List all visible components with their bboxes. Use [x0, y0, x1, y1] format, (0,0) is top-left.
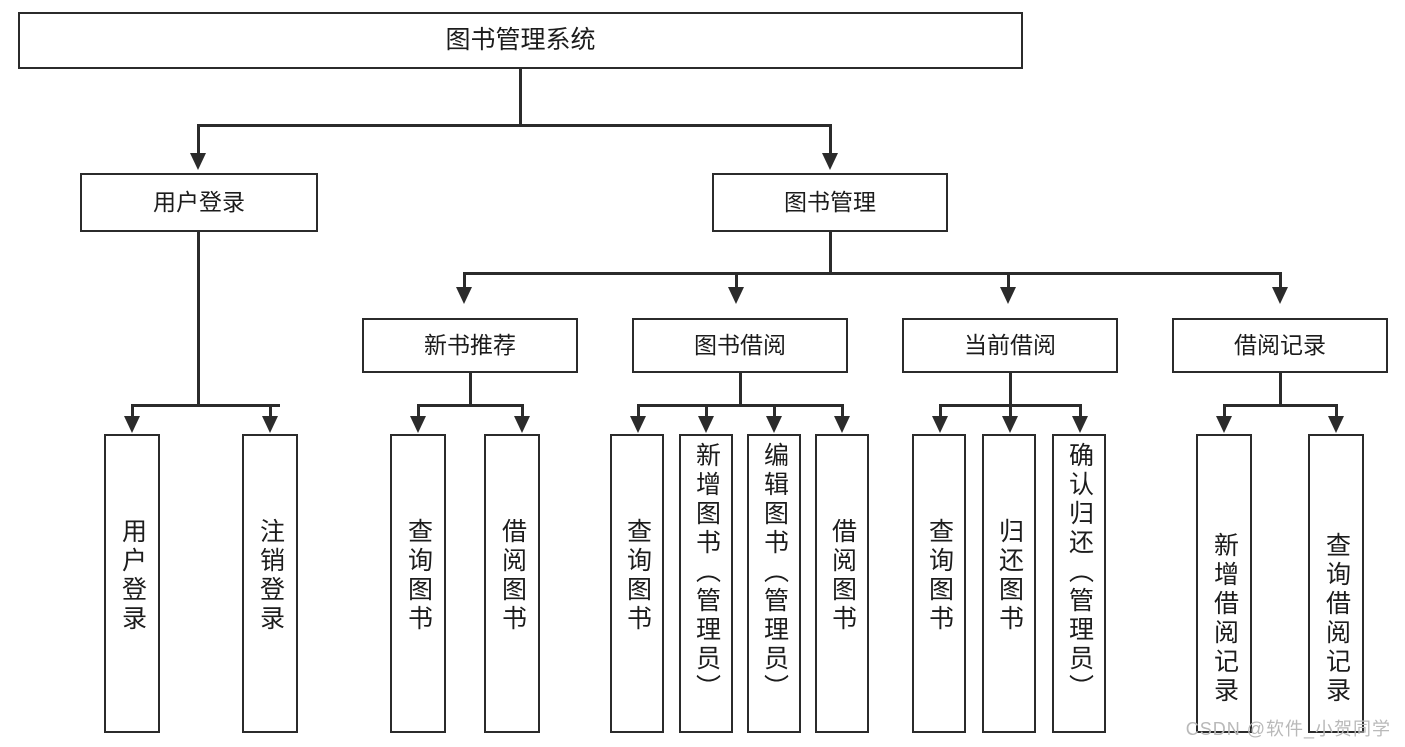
- node-label: 查询图书: [623, 518, 652, 634]
- leaf-return-book[interactable]: 归还图书: [982, 434, 1036, 733]
- arrowhead-currentborrow-2: [1002, 416, 1018, 433]
- leaf-query-book-borrow[interactable]: 查询图书: [610, 434, 664, 733]
- connector-borrowrecord-drop-2: [1335, 404, 1338, 418]
- arrowhead-newbook-1: [410, 416, 426, 433]
- connector-root-bus: [198, 124, 832, 127]
- node-user-login[interactable]: 用户登录: [80, 173, 318, 232]
- node-label: 用户登录: [118, 518, 147, 634]
- connector-bookborrow-drop-1: [637, 404, 640, 418]
- connector-root-stem: [519, 69, 522, 125]
- arrowhead-currentborrow-1: [932, 416, 948, 433]
- node-label: 归还图书: [995, 518, 1024, 634]
- connector-root-drop-2: [829, 124, 832, 155]
- leaf-add-borrow-record[interactable]: 新增借阅记录: [1196, 434, 1252, 733]
- connector-newbook-stem: [469, 373, 472, 406]
- connector-borrowrecord-drop-1: [1223, 404, 1226, 418]
- connector-userlogin-bus: [132, 404, 280, 407]
- node-label: 查询借阅记录: [1322, 532, 1351, 706]
- connector-bookmgmt-drop-4: [1279, 272, 1282, 289]
- node-label: 编辑图书（管理员）: [760, 442, 789, 703]
- connector-bookborrow-bus: [638, 404, 842, 407]
- node-label: 图书借阅: [694, 332, 786, 359]
- node-label: 注销登录: [256, 518, 285, 634]
- leaf-logout[interactable]: 注销登录: [242, 434, 298, 733]
- arrowhead-bookmgmt-2: [728, 287, 744, 304]
- connector-bookmgmt-bus: [464, 272, 1282, 275]
- node-label: 图书管理系统: [445, 26, 596, 55]
- connector-bookborrow-stem: [739, 373, 742, 406]
- node-label: 新增图书（管理员）: [692, 442, 721, 703]
- connector-currentborrow-drop-2: [1009, 404, 1012, 418]
- leaf-query-book-current[interactable]: 查询图书: [912, 434, 966, 733]
- node-book-borrow[interactable]: 图书借阅: [632, 318, 848, 373]
- node-label: 图书管理: [784, 189, 876, 216]
- arrowhead-borrowrecord-1: [1216, 416, 1232, 433]
- arrowhead-root-2: [822, 153, 838, 170]
- leaf-add-book-admin[interactable]: 新增图书（管理员）: [679, 434, 733, 733]
- node-label: 借阅图书: [828, 518, 857, 634]
- arrowhead-newbook-2: [514, 416, 530, 433]
- arrowhead-bookmgmt-1: [456, 287, 472, 304]
- leaf-user-login[interactable]: 用户登录: [104, 434, 160, 733]
- node-label: 借阅记录: [1234, 332, 1326, 359]
- connector-userlogin-stem: [197, 232, 200, 406]
- connector-currentborrow-drop-3: [1079, 404, 1082, 418]
- arrowhead-bookborrow-4: [834, 416, 850, 433]
- connector-currentborrow-stem: [1009, 373, 1012, 406]
- arrowhead-userlogin-1: [124, 416, 140, 433]
- connector-bookmgmt-drop-2: [735, 272, 738, 289]
- arrowhead-userlogin-2: [262, 416, 278, 433]
- node-label: 借阅图书: [498, 518, 527, 634]
- node-label: 查询图书: [404, 518, 433, 634]
- node-label: 当前借阅: [964, 332, 1056, 359]
- connector-currentborrow-drop-1: [939, 404, 942, 418]
- leaf-edit-book-admin[interactable]: 编辑图书（管理员）: [747, 434, 801, 733]
- connector-borrowrecord-bus: [1224, 404, 1336, 407]
- node-book-management[interactable]: 图书管理: [712, 173, 948, 232]
- arrowhead-bookborrow-2: [698, 416, 714, 433]
- connector-bookmgmt-drop-3: [1007, 272, 1010, 289]
- connector-userlogin-drop-2: [269, 404, 272, 418]
- connector-bookborrow-drop-2: [705, 404, 708, 418]
- arrowhead-bookmgmt-4: [1272, 287, 1288, 304]
- connector-newbook-bus: [418, 404, 522, 407]
- arrowhead-borrowrecord-2: [1328, 416, 1344, 433]
- connector-bookborrow-drop-4: [841, 404, 844, 418]
- arrowhead-bookborrow-3: [766, 416, 782, 433]
- arrowhead-root-1: [190, 153, 206, 170]
- node-label: 新书推荐: [424, 332, 516, 359]
- connector-bookmgmt-stem: [829, 232, 832, 274]
- connector-newbook-drop-2: [521, 404, 524, 418]
- arrowhead-bookborrow-1: [630, 416, 646, 433]
- node-label: 用户登录: [153, 189, 245, 216]
- leaf-borrow-book-recommend[interactable]: 借阅图书: [484, 434, 540, 733]
- arrowhead-currentborrow-3: [1072, 416, 1088, 433]
- node-current-borrow[interactable]: 当前借阅: [902, 318, 1118, 373]
- connector-borrowrecord-stem: [1279, 373, 1282, 406]
- node-new-book-recommend[interactable]: 新书推荐: [362, 318, 578, 373]
- leaf-confirm-return-admin[interactable]: 确认归还（管理员）: [1052, 434, 1106, 733]
- connector-userlogin-drop-1: [131, 404, 134, 418]
- node-label: 查询图书: [925, 518, 954, 634]
- connector-root-drop-1: [197, 124, 200, 155]
- node-borrow-record[interactable]: 借阅记录: [1172, 318, 1388, 373]
- leaf-query-book-recommend[interactable]: 查询图书: [390, 434, 446, 733]
- connector-newbook-drop-1: [417, 404, 420, 418]
- leaf-borrow-book[interactable]: 借阅图书: [815, 434, 869, 733]
- leaf-query-borrow-record[interactable]: 查询借阅记录: [1308, 434, 1364, 733]
- node-label: 确认归还（管理员）: [1065, 442, 1094, 703]
- arrowhead-bookmgmt-3: [1000, 287, 1016, 304]
- connector-bookmgmt-drop-1: [463, 272, 466, 289]
- connector-bookborrow-drop-3: [773, 404, 776, 418]
- node-root-system[interactable]: 图书管理系统: [18, 12, 1023, 69]
- node-label: 新增借阅记录: [1210, 532, 1239, 706]
